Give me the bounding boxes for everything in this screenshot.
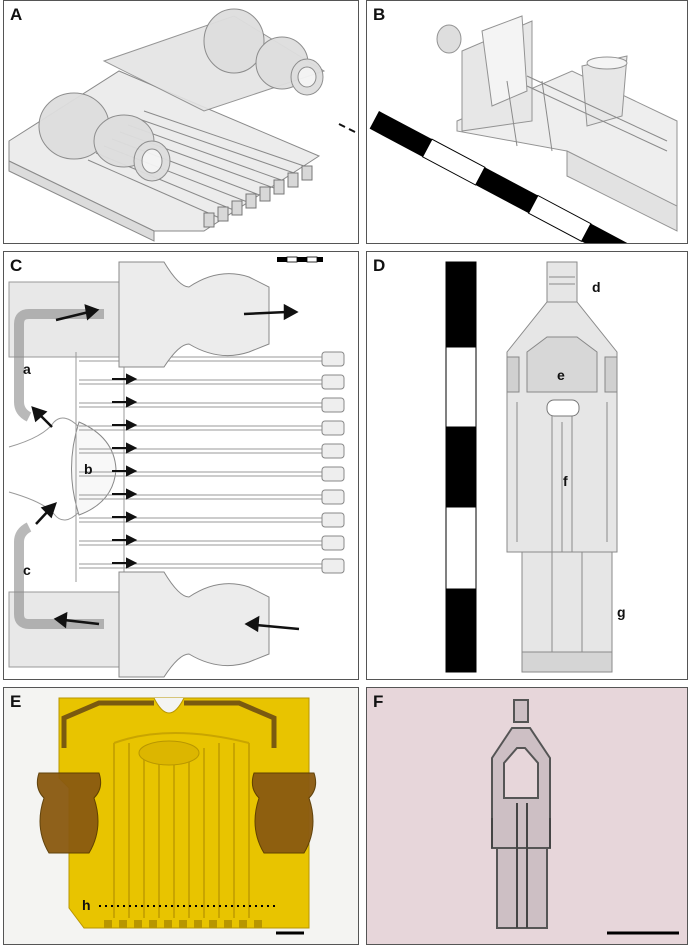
- scale-bar: [369, 110, 640, 243]
- label-c: c: [23, 562, 31, 578]
- scale-bar: [445, 261, 477, 673]
- label-g: g: [617, 604, 626, 620]
- panel-d: D d e: [366, 251, 688, 680]
- top-view-device-schematic: a b c: [8, 256, 345, 678]
- panel-letter: A: [10, 5, 23, 24]
- panel-letter: E: [10, 692, 22, 711]
- panel-a: A: [3, 0, 359, 244]
- printed-device-photo: h: [4, 688, 358, 944]
- panel-letter: D: [373, 256, 386, 275]
- label-e: e: [557, 367, 565, 383]
- unit-top-view-schematic: d e f g: [445, 261, 626, 673]
- panel-letter: C: [10, 256, 23, 275]
- panel-letter: F: [373, 692, 384, 711]
- label-h: h: [82, 897, 91, 913]
- panel-e: E h: [3, 687, 359, 945]
- printed-unit-photo: [367, 688, 687, 944]
- isometric-unit-render: [369, 15, 678, 243]
- panel-c: C: [3, 251, 359, 680]
- scale-bar: [277, 256, 323, 263]
- label-b: b: [84, 461, 93, 477]
- label-a: a: [23, 361, 31, 377]
- isometric-device-render: [8, 8, 356, 242]
- panel-b: B: [366, 0, 688, 244]
- panel-letter: B: [373, 5, 386, 24]
- label-d: d: [592, 279, 601, 295]
- label-f: f: [563, 473, 568, 489]
- panel-f: F: [366, 687, 688, 945]
